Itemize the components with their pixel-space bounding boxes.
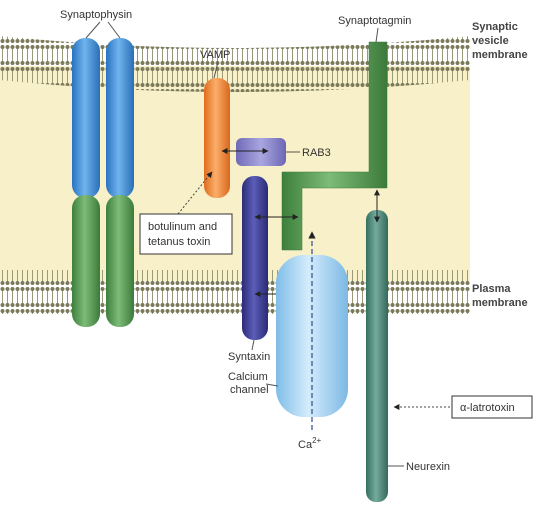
plasma-membrane [0, 270, 470, 314]
vesicle-membrane-label-line3: membrane [472, 49, 528, 61]
vesicle-membrane-label-line2: vesicle [472, 35, 509, 47]
syntaxin-protein [242, 176, 268, 340]
toxin-box: botulinum and tetanus toxin [140, 214, 232, 254]
calcium-channel-label-line1: Calcium [228, 371, 268, 383]
latrotoxin-box: α-latrotoxin [452, 396, 532, 418]
rab3-label: RAB3 [302, 147, 331, 159]
synaptic-vesicle-membrane [0, 36, 470, 92]
calcium-channel-protein [276, 255, 348, 417]
synaptophysin-label: Synaptophysin [60, 9, 132, 21]
vamp-protein [204, 78, 230, 198]
vesicle-membrane-label-line1: Synaptic [472, 21, 518, 33]
calcium-ion-label: Ca2+ [298, 436, 322, 451]
toxin-label-line2: tetanus toxin [148, 236, 210, 248]
neurexin-label: Neurexin [406, 461, 450, 473]
calcium-channel-label-line2: channel [230, 384, 269, 396]
synaptotagmin-label: Synaptotagmin [338, 15, 411, 27]
vamp-label: VAMP [200, 49, 230, 61]
cytoplasm-band [0, 66, 470, 281]
latrotoxin-label: α-latrotoxin [460, 402, 515, 414]
plasma-membrane-label-line1: Plasma [472, 283, 511, 295]
plasma-membrane-label-line2: membrane [472, 297, 528, 309]
rab3-protein [236, 138, 286, 166]
toxin-label-line1: botulinum and [148, 221, 217, 233]
syntaxin-label: Syntaxin [228, 351, 270, 363]
neurexin-protein [366, 210, 388, 502]
